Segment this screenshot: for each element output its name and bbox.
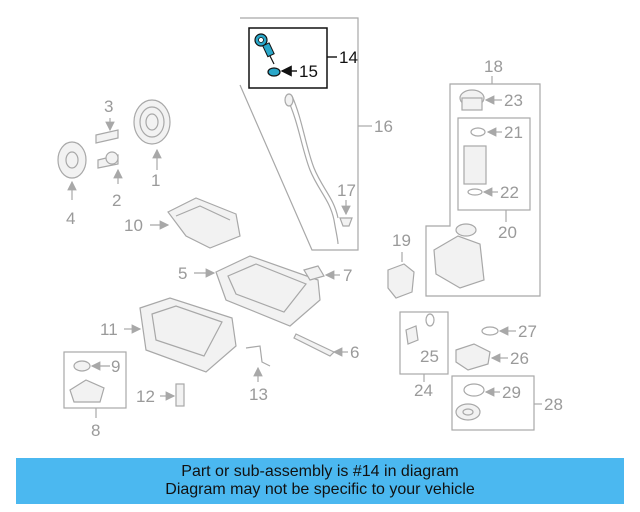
callout-11[interactable]: 11 [100,320,118,339]
callout-24[interactable]: 24 [414,381,433,400]
part-19-group: 19 [387,231,415,299]
part-14-group[interactable]: 15 14 [248,27,358,89]
part-6-group: 6 [293,333,359,362]
callout-14[interactable]: 14 [339,48,358,67]
callout-21[interactable]: 21 [504,123,523,142]
o-ring-15-icon [267,67,281,77]
callout-28[interactable]: 28 [544,395,563,414]
part-7-group: 7 [303,265,352,285]
dipstick-tube-group: 16 [239,17,393,251]
part-18-group: 18 23 21 22 20 [425,57,541,297]
callout-10[interactable]: 10 [124,216,143,235]
banner-line-2: Diagram may not be specific to your vehi… [165,481,475,498]
callout-12[interactable]: 12 [136,387,155,406]
callout-2[interactable]: 2 [112,191,121,210]
callout-19[interactable]: 19 [392,231,411,250]
callout-16[interactable]: 16 [374,117,393,136]
banner-line-1: Part or sub-assembly is #14 in diagram [181,463,459,480]
callout-20[interactable]: 20 [498,223,517,242]
callout-3[interactable]: 3 [104,97,113,116]
callout-6[interactable]: 6 [350,343,359,362]
part-28-group: 29 28 [451,375,563,431]
callout-27[interactable]: 27 [518,322,537,341]
callout-8[interactable]: 8 [91,421,100,440]
callout-1[interactable]: 1 [151,171,160,190]
part-11-group: 11 [100,297,237,373]
callout-18[interactable]: 18 [484,57,503,76]
part-12-group: 12 [136,383,185,407]
part-26-27-group: 27 26 [455,322,537,371]
callout-9[interactable]: 9 [111,357,120,376]
info-banner: Part or sub-assembly is #14 in diagram D… [16,458,624,504]
callout-17[interactable]: 17 [337,181,356,200]
callout-25[interactable]: 25 [420,347,439,366]
part-17-group: 17 [337,181,356,227]
part-13-group: 13 [245,345,271,404]
callout-15[interactable]: 15 [299,62,318,81]
callout-23[interactable]: 23 [504,91,523,110]
callout-4[interactable]: 4 [66,209,75,228]
callout-22[interactable]: 22 [500,183,519,202]
callout-7[interactable]: 7 [343,266,352,285]
part-5-group: 5 [178,255,321,327]
part-10-group: 10 [124,197,241,249]
callout-26[interactable]: 26 [510,349,529,368]
pulley-group: 1 4 3 2 [57,97,171,228]
callout-29[interactable]: 29 [502,383,521,402]
part-8-group: 9 8 [63,351,127,440]
part-24-group: 25 24 [399,311,449,400]
callout-5[interactable]: 5 [178,264,187,283]
callout-13[interactable]: 13 [249,385,268,404]
